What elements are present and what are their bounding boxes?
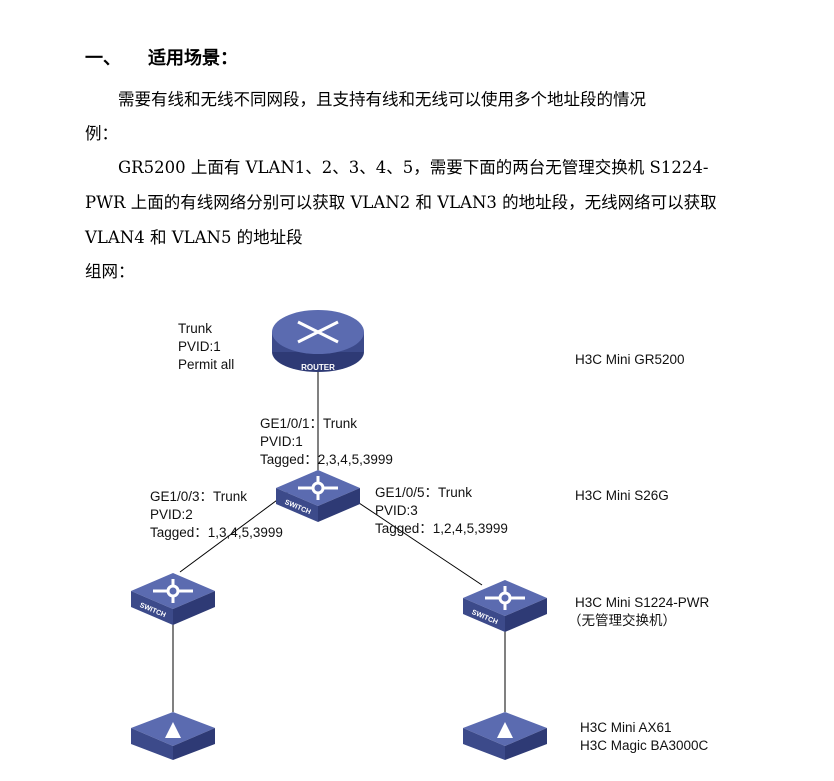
access-switch-note: （无管理交换机） <box>568 613 676 628</box>
router-label: ROUTER <box>301 363 335 372</box>
heading-number: 一、 <box>85 48 121 69</box>
label: Tagged：1,2,4,5,3999 <box>375 521 508 536</box>
core-switch-icon <box>274 468 362 524</box>
ap1-model: H3C Mini AX61 <box>580 720 672 735</box>
paragraph: 需要有线和无线不同网段，且支持有线和无线可以使用多个地址段的情况 <box>118 90 646 109</box>
paragraph: 组网： <box>85 262 135 281</box>
label: PVID:2 <box>150 507 193 522</box>
ap-right-icon <box>463 712 547 760</box>
core-switch-model: H3C Mini S26G <box>575 488 669 503</box>
router-port-info: Trunk PVID:1 Permit all <box>178 320 234 374</box>
label: PVID:1 <box>178 339 221 354</box>
router-model: H3C Mini GR5200 <box>575 352 685 367</box>
port-ge5-info: GE1/0/5：Trunk PVID:3 Tagged：1,2,4,5,3999 <box>375 484 508 538</box>
router-icon: ROUTER <box>272 310 364 372</box>
label: Tagged：1,3,4,5,3999 <box>150 525 283 540</box>
label: Trunk <box>178 321 213 336</box>
label: GE1/0/1：Trunk <box>260 416 358 431</box>
ap-left-icon <box>131 712 215 760</box>
paragraph: PWR 上面的有线网络分别可以获取 VLAN2 和 VLAN3 的地址段，无线网… <box>85 193 717 212</box>
heading-title: 适用场景： <box>148 48 238 69</box>
label: Permit all <box>178 357 235 372</box>
ap2-model: H3C Magic BA3000C <box>580 738 709 753</box>
paragraph: GR5200 上面有 VLAN1、2、3、4、5，需要下面的两台无管理交换机 S… <box>118 158 709 177</box>
label: GE1/0/5：Trunk <box>375 485 473 500</box>
label: PVID:1 <box>260 434 303 449</box>
label: PVID:3 <box>375 503 418 518</box>
port-ge3-info: GE1/0/3：Trunk PVID:2 Tagged：1,3,4,5,3999 <box>150 488 283 542</box>
paragraph: VLAN4 和 VLAN5 的地址段 <box>85 228 303 247</box>
label: Tagged：2,3,4,5,3999 <box>260 452 393 467</box>
access-switch-model: H3C Mini S1224-PWR <box>575 595 710 610</box>
access-switch-left-icon <box>129 571 217 627</box>
access-switch-right-icon <box>461 578 549 634</box>
paragraph: 例： <box>85 124 118 143</box>
port-ge1-info: GE1/0/1：Trunk PVID:1 Tagged：2,3,4,5,3999 <box>260 415 393 469</box>
label: GE1/0/3：Trunk <box>150 489 248 504</box>
